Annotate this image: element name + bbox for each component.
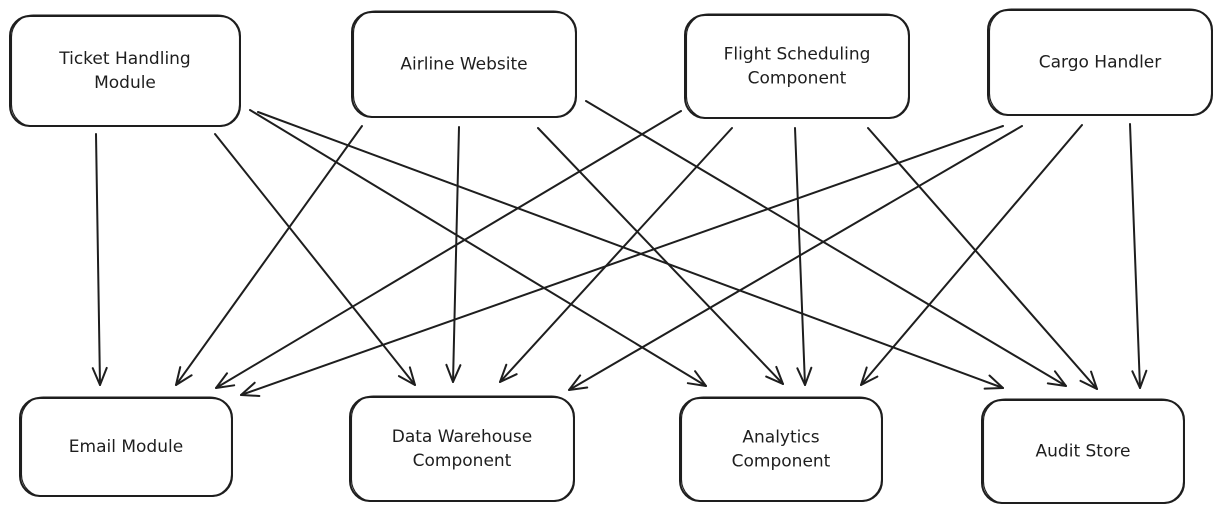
node-label: Component [732,452,831,472]
edge-ticket-to-analytics [249,109,707,387]
node-label: Module [94,73,156,93]
node-label: Ticket Handling [58,49,190,69]
node-box-sketch [982,398,1185,505]
arrowhead [397,366,416,386]
edge-line [175,125,363,386]
node-box [684,14,910,119]
edge-line [860,124,1083,386]
edge-ticket-to-dw [214,133,416,386]
edge-line [867,127,1098,390]
node-cargo[interactable]: Cargo Handler [987,8,1213,117]
arrowhead [215,372,236,389]
arrowhead [445,363,462,383]
edge-flight-to-audit [867,127,1098,390]
arrowhead [686,370,707,387]
arrowhead [91,366,108,386]
arrowhead [796,366,813,386]
arrowhead [983,374,1004,390]
node-box-sketch [10,14,241,128]
arrowhead [568,374,589,391]
edge-ticket-to-audit [257,111,1004,390]
node-box [679,397,883,502]
edge-flight-to-dw [499,127,733,383]
arrowhead [765,365,784,385]
node-label: Email Module [69,437,183,457]
node-box-sketch [680,396,883,503]
edge-cargo-to-audit [1129,123,1148,389]
node-web[interactable]: Airline Website [351,10,577,119]
edge-cargo-to-dw [568,125,1023,391]
edge-web-to-email [175,125,363,386]
node-box-sketch [988,8,1213,117]
node-label: Component [413,451,512,471]
edge-line [95,133,101,386]
node-label: Analytics [742,428,819,448]
node-label: Data Warehouse [392,427,532,447]
edge-web-to-analytics [537,127,784,385]
node-box [9,15,241,127]
edge-cargo-to-email [240,125,1004,397]
arrowhead [1131,369,1148,389]
edge-web-to-dw [445,126,462,383]
edge-web-to-audit [585,100,1067,387]
node-email[interactable]: Email Module [19,396,233,498]
node-box-sketch [20,396,233,498]
edge-line [257,111,1004,389]
node-box [349,396,575,502]
node-box-sketch [352,10,577,119]
node-label: Cargo Handler [1039,53,1162,73]
node-label: Flight Scheduling [724,45,871,65]
arrowhead [240,381,261,397]
arrowhead [1079,370,1098,390]
arrowhead [499,363,518,383]
edge-line [499,127,733,383]
node-audit[interactable]: Audit Store [981,398,1185,505]
edge-line [585,100,1067,387]
node-box-sketch [685,13,910,120]
node-box-sketch [350,395,575,503]
edges-layer [91,100,1148,397]
arrowhead [860,366,879,386]
node-label: Component [748,69,847,89]
edge-line [215,110,682,389]
arrowhead [175,366,193,386]
edge-line [568,125,1023,391]
edge-line [452,126,460,383]
edge-line [249,109,707,387]
edge-line [537,127,784,385]
node-label: Airline Website [400,55,527,75]
edge-cargo-to-analytics [860,124,1083,386]
edge-flight-to-email [215,110,682,389]
edge-line [240,125,1004,396]
edge-line [1129,123,1141,389]
arrowhead [1046,370,1067,387]
edge-ticket-to-email [91,133,108,386]
node-label: Audit Store [1036,442,1131,462]
edge-line [214,133,416,386]
